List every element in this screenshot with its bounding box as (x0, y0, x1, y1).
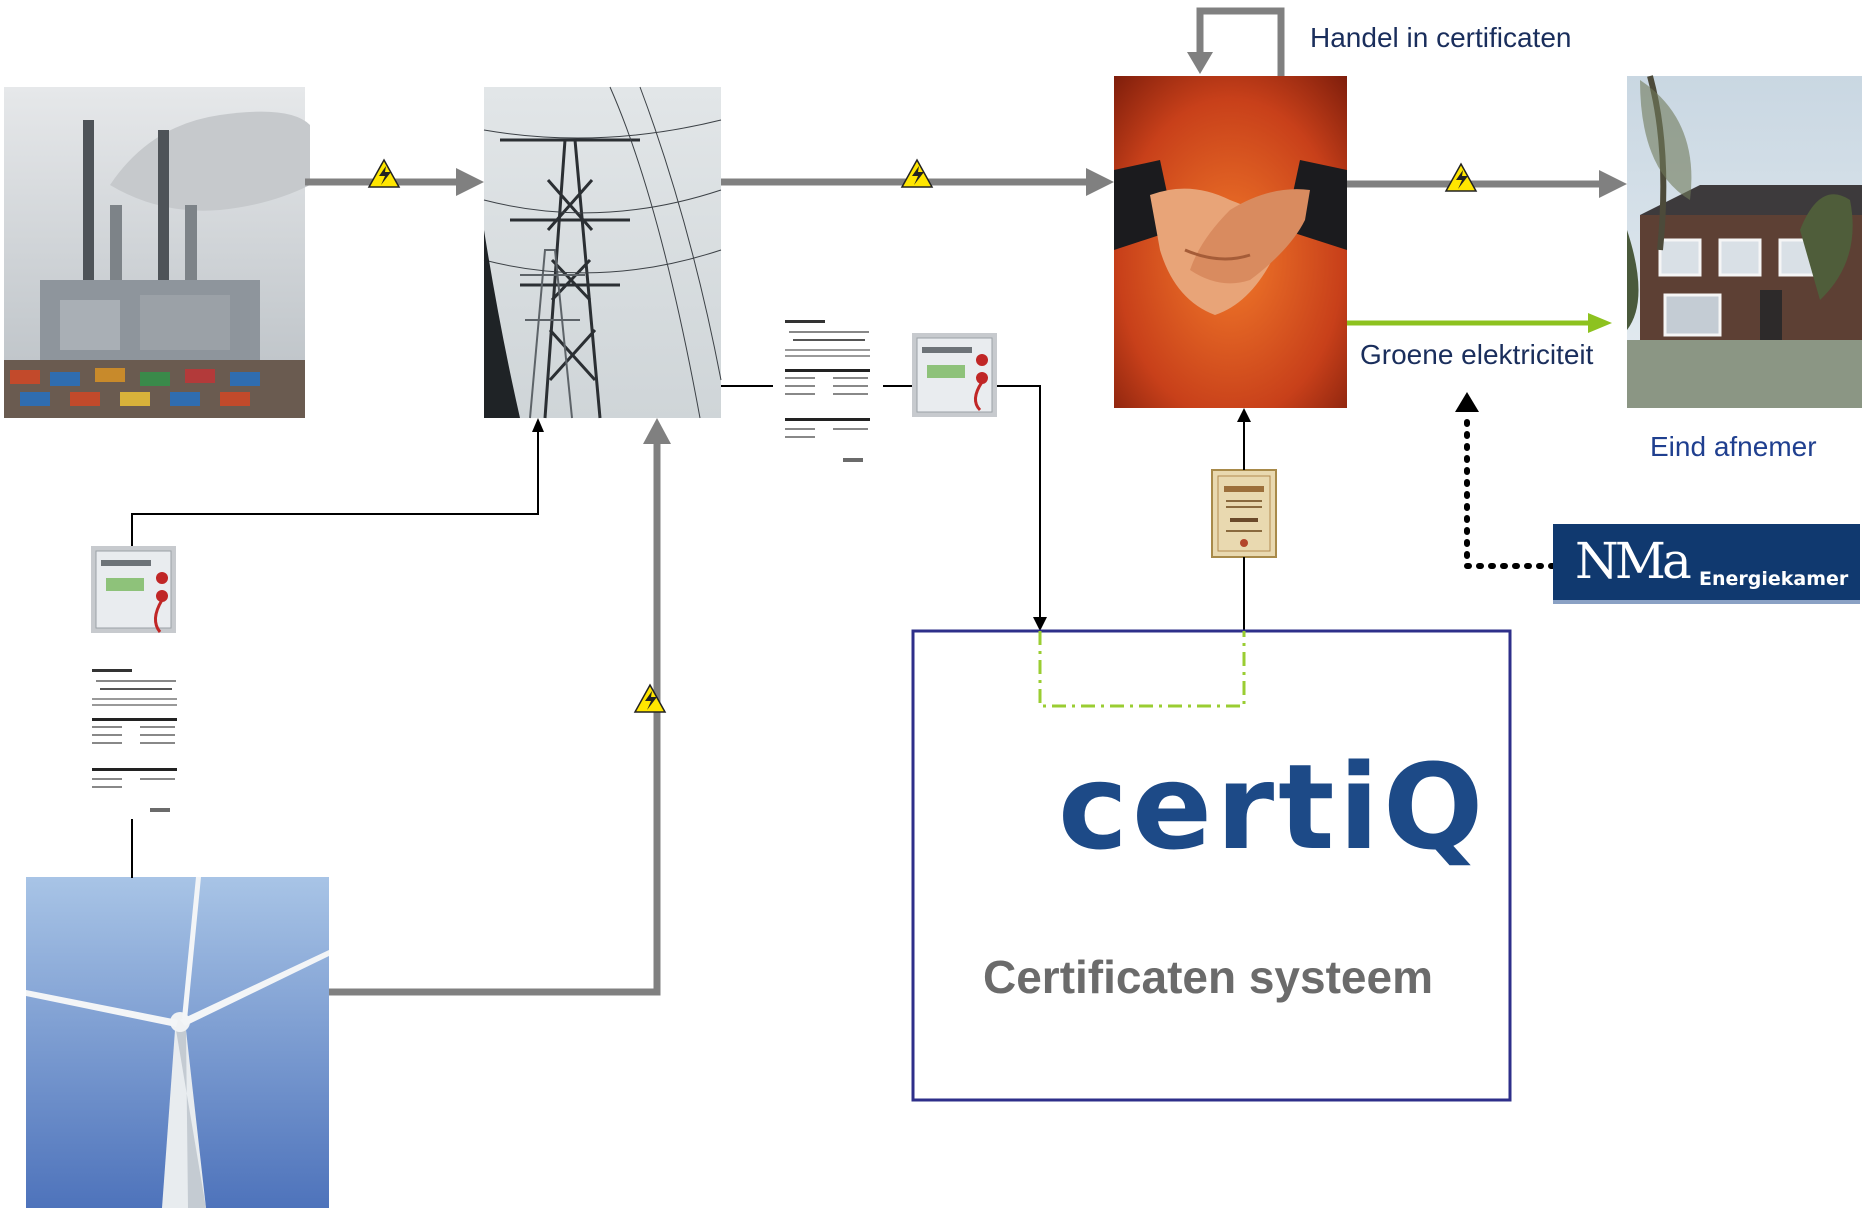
certiq-logo-text: certiQ (1058, 738, 1488, 876)
nma-energiekamer-logo: NMa Energiekamer (1553, 524, 1860, 604)
meter-device-center (912, 333, 997, 417)
meter-device-left (91, 546, 176, 633)
certificate-thumbnail (1211, 469, 1277, 558)
warning-icon-3 (1444, 162, 1478, 192)
connector-grid-to-certificate-system (721, 385, 1047, 631)
connector-certificate-system-to-trade (1237, 408, 1251, 631)
warning-icon-4 (633, 683, 667, 713)
dotted-supervision-arrow (1455, 392, 1556, 569)
connector-left-meter-to-grid (131, 418, 544, 878)
trade-label: Handel in certificaten (1310, 22, 1572, 53)
trade-loop-arrow (1187, 7, 1285, 76)
certificate-system-label: Certificaten systeem (983, 951, 1433, 1003)
certificate-system-box (911, 629, 1512, 1102)
certiq-logo: certiQ (1058, 748, 1483, 888)
warning-icon-2 (900, 158, 934, 188)
power-plant-image (4, 87, 310, 418)
flow-arrow-wind-to-grid (329, 418, 671, 996)
green-electricity-arrow (1347, 313, 1612, 333)
houses-image (1627, 75, 1862, 408)
warning-icon-1 (367, 158, 401, 188)
dash-dot-link (1038, 631, 1246, 708)
flow-arrow-trade-to-customer (1347, 170, 1627, 198)
document-thumbnail-center (773, 312, 883, 470)
end-customer-label: Eind afnemer (1650, 431, 1817, 462)
nma-logo-subtitle: Energiekamer (1699, 568, 1849, 590)
handshake-image (1114, 76, 1347, 408)
nma-logo-text: NMa (1575, 532, 1692, 590)
wind-turbine-image (26, 877, 329, 1208)
green-electricity-label: Groene elektriciteit (1360, 339, 1594, 370)
power-pylons-image (483, 86, 722, 419)
document-thumbnail-left (80, 660, 190, 820)
